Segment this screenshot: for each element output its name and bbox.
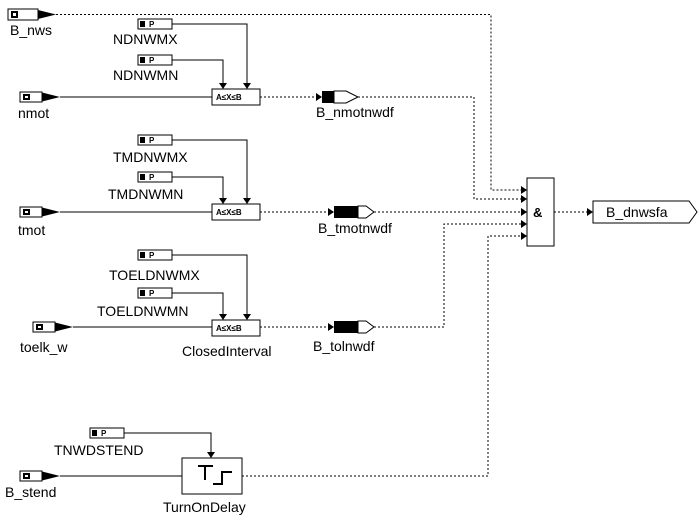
closed-interval-label: ClosedInterval — [182, 343, 272, 359]
wire-ndnwmx — [172, 23, 248, 85]
svg-text:P: P — [149, 173, 155, 182]
param-ndnwmx-label: NDNWMX — [113, 31, 178, 47]
input-toelk-w[interactable]: toelk_w — [20, 321, 73, 355]
wire-toeldnwmn — [172, 292, 224, 316]
message-b-nmotnwdf[interactable]: B_nmotnwdf — [316, 90, 394, 120]
input-tmot[interactable]: tmot — [18, 206, 60, 238]
message-b-tmotnwdf[interactable]: B_tmotnwdf — [318, 205, 392, 236]
and-gate[interactable]: & — [526, 177, 555, 247]
input-nmot-label: nmot — [18, 105, 49, 121]
message-b-tolnwdf-label: B_tolnwdf — [313, 338, 375, 354]
param-tmdnwmn[interactable]: P TMDNWMN — [108, 171, 183, 202]
wire-tolnwdf-to-and — [374, 223, 527, 328]
param-ndnwmn[interactable]: P NDNWMN — [113, 54, 178, 83]
svg-text:P: P — [149, 136, 155, 145]
and-gate-symbol: & — [533, 205, 542, 220]
turn-on-delay-label: TurnOnDelay — [163, 499, 246, 515]
wire-b-nws — [56, 14, 527, 191]
input-b-nws-label: B_nws — [10, 22, 52, 38]
wire-stend-to-and — [242, 235, 527, 477]
param-toeldnwmn-label: TOELDNWMN — [97, 303, 189, 319]
param-tnwdstend-label: TNWDSTEND — [54, 442, 143, 458]
svg-text:P: P — [149, 20, 155, 29]
message-b-nmotnwdf-label: B_nmotnwdf — [316, 104, 394, 120]
svg-text:A≤X≤B: A≤X≤B — [216, 208, 242, 217]
svg-text:P: P — [101, 429, 107, 438]
turn-on-delay-icon — [198, 465, 232, 485]
param-ndnwmn-label: NDNWMN — [113, 67, 178, 83]
interval-block-nmot[interactable]: A≤X≤B — [211, 88, 261, 106]
input-b-stend[interactable]: B_stend — [5, 470, 60, 500]
param-tmdnwmn-label: TMDNWMN — [108, 186, 183, 202]
input-b-nws[interactable]: B_nws — [7, 8, 56, 38]
output-b-dnwsfa[interactable]: B_dnwsfa — [592, 200, 698, 224]
message-b-tmotnwdf-label: B_tmotnwdf — [318, 220, 392, 236]
wire-tnwdstend — [124, 432, 212, 454]
svg-text:P: P — [149, 251, 155, 260]
input-nmot[interactable]: nmot — [18, 91, 60, 121]
param-ndnwmx[interactable]: P NDNWMX — [113, 18, 178, 47]
message-b-tolnwdf[interactable]: B_tolnwdf — [313, 320, 375, 354]
param-toeldnwmx-label: TOELDNWMX — [109, 267, 200, 283]
input-b-stend-label: B_stend — [5, 484, 56, 500]
turn-on-delay-block[interactable]: TurnOnDelay — [163, 457, 246, 515]
input-tmot-label: tmot — [18, 222, 45, 238]
wire-tmdnwmn — [172, 176, 224, 200]
wire-tmdnwmx — [172, 139, 248, 200]
svg-text:A≤X≤B: A≤X≤B — [216, 324, 242, 333]
svg-text:A≤X≤B: A≤X≤B — [216, 93, 242, 102]
svg-text:P: P — [149, 56, 155, 65]
input-toelk-w-label: toelk_w — [20, 339, 68, 355]
wire-toeldnwmx — [172, 254, 248, 316]
wire-nmotnwdf-to-and — [358, 96, 527, 200]
svg-text:P: P — [149, 289, 155, 298]
interval-block-tmot[interactable]: A≤X≤B — [211, 203, 261, 221]
wire-ndnwmn — [172, 59, 224, 85]
param-toeldnwmn[interactable]: P TOELDNWMN — [97, 287, 189, 319]
interval-block-toelk[interactable]: A≤X≤B ClosedInterval — [182, 319, 272, 359]
param-tmdnwmx-label: TMDNWMX — [113, 149, 188, 165]
output-b-dnwsfa-label: B_dnwsfa — [606, 204, 668, 220]
